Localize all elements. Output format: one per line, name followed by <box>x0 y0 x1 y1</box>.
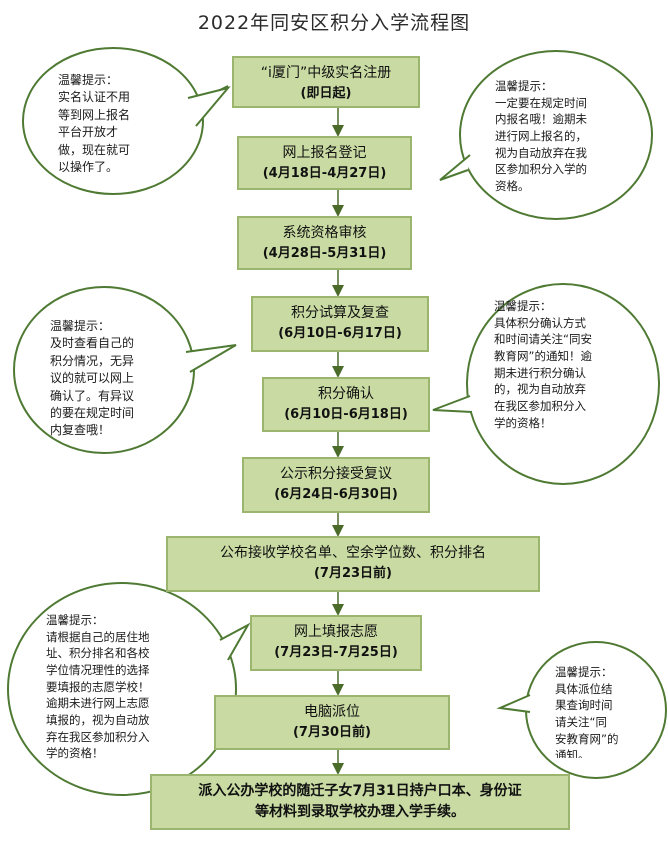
step-title: 系统资格审核 <box>282 225 367 241</box>
step-title: 网上报名登记 <box>282 145 367 161</box>
step-date: 等材料到录取学校办理入学手续。 <box>255 803 465 820</box>
step-title: 派入公办学校的随迁子女7月31日持户口本、身份证 <box>198 783 522 799</box>
step-date: (7月30日前) <box>292 724 372 740</box>
tip-text-5: 温馨提示： 请根据自己的居住地 址、积分排名和各校 学位情况理性的选择 要填报的… <box>46 613 150 761</box>
step-box-4: 积分试算及复查 (6月10日-6月17日) <box>251 296 429 352</box>
step-date: (7月23日前) <box>313 565 393 581</box>
step-title: 积分确认 <box>318 386 374 402</box>
tip-bubble-5-body <box>7 582 237 796</box>
step-date: (6月10日-6月17日) <box>278 325 402 341</box>
tip-bubble-1-tail <box>187 86 231 127</box>
step-title: 公示积分接受复议 <box>280 466 392 482</box>
tip-bubble-1-body <box>22 47 204 195</box>
diagram-title: 2022年同安区积分入学流程图 <box>197 12 471 34</box>
step-box-1: “i厦门”中级实名注册 (即日起) <box>232 56 420 108</box>
step-title: 积分试算及复查 <box>291 305 389 321</box>
step-box-2: 网上报名登记 (4月18日-4月27日) <box>237 136 412 190</box>
step-title: 公布接收学校名单、空余学位数、积分排名 <box>220 545 486 561</box>
step-box-3: 系统资格审核 (4月28日-5月31日) <box>237 216 412 270</box>
tip-bubble-6-tail <box>496 694 531 713</box>
step-title: “i厦门”中级实名注册 <box>260 65 392 81</box>
step-date: (即日起) <box>300 85 352 101</box>
step-box-6: 公示积分接受复议 (6月24日-6月30日) <box>242 457 430 513</box>
step-box-10: 派入公办学校的随迁子女7月31日持户口本、身份证 等材料到录取学校办理入学手续。 <box>150 774 570 830</box>
step-title: 电脑派位 <box>304 704 360 720</box>
tip-bubble-4-tail <box>432 395 473 413</box>
step-box-9: 电脑派位 (7月30日前) <box>214 695 450 750</box>
step-box-8: 网上填报志愿 (7月23日-7月25日) <box>250 615 422 671</box>
tip-text-2: 温馨提示： 一定要在规定时间 内报名哦！逾期未 进行网上报名的， 视为自动放弃在… <box>495 79 587 194</box>
step-title: 网上填报志愿 <box>294 624 378 640</box>
step-date: (4月18日-4月27日) <box>262 165 387 181</box>
tip-text-4: 温馨提示： 具体积分确认方式 和时间请关注“同安 教育网”的通知！逾 期未进行积… <box>494 299 592 430</box>
tip-text-6: 温馨提示： 具体派位结 果查询时间 请关注“同 安教育网”的 通知。 <box>555 665 619 758</box>
step-date: (7月23日-7月25日) <box>274 644 398 660</box>
tip-text-3: 温馨提示： 及时查看自己的 积分情况，无异 议的就可以网上 确认了。有异议 的要… <box>50 319 135 438</box>
tip-bubble-3-tail <box>185 344 237 373</box>
tip-bubble-4-body <box>466 283 660 485</box>
step-date: (6月10日-6月18日) <box>284 406 408 422</box>
step-date: (4月28日-5月31日) <box>262 245 387 261</box>
step-box-7: 公布接收学校名单、空余学位数、积分排名 (7月23日前) <box>166 536 540 592</box>
tip-text-1: 温馨提示： 实名认证不用 等到网上报名 平台开放才 做，现在就可 以操作了。 <box>58 73 131 172</box>
tip-bubble-2-body <box>459 50 653 220</box>
tip-bubble-2-tail <box>439 154 471 181</box>
step-box-5: 积分确认 (6月10日-6月18日) <box>262 377 430 432</box>
step-date: (6月24日-6月30日) <box>274 486 398 502</box>
